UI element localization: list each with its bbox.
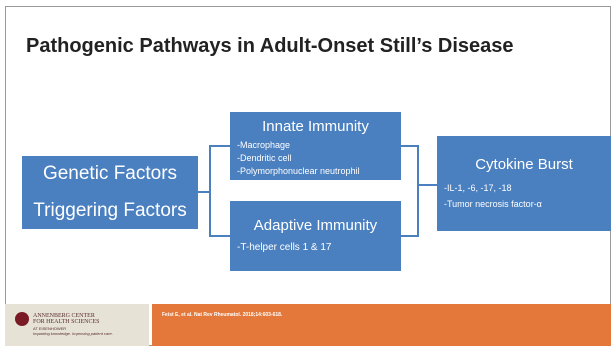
adaptive-immunity-box: Adaptive Immunity -T-helper cells 1 & 17 (230, 201, 401, 271)
logo-line-1: ANNENBERG CENTER (33, 313, 95, 319)
innate-item: -Polymorphonuclear neutrophil (237, 166, 360, 176)
innate-immunity-title: Innate Immunity (262, 118, 369, 135)
cytokine-burst-box: Cytokine Burst -IL-1, -6, -17, -18 -Tumo… (437, 136, 611, 231)
cytokine-item: -Tumor necrosis factor-α (444, 199, 542, 209)
connector-to-adaptive (209, 235, 230, 237)
innate-immunity-box: Innate Immunity -Macrophage -Dendritic c… (230, 112, 401, 180)
cytokine-item: -IL-1, -6, -17, -18 (444, 183, 512, 193)
annenberg-emblem-icon (15, 312, 29, 326)
connector-to-cytokine (417, 184, 437, 186)
footer-bar: ANNENBERG CENTER FOR HEALTH SCIENCES AT … (5, 304, 611, 346)
triggering-factors-label: Triggering Factors (33, 200, 187, 221)
connector-from-innate (401, 145, 418, 147)
footer-reference-area: Feist E, et al. Nat Rev Rheumatol. 2018;… (152, 304, 611, 346)
logo-line-2: FOR HEALTH SCIENCES (33, 319, 100, 325)
connector-left-vertical (209, 145, 211, 237)
connector-to-innate (209, 145, 230, 147)
footer-logo: ANNENBERG CENTER FOR HEALTH SCIENCES AT … (5, 304, 149, 346)
adaptive-item: -T-helper cells 1 & 17 (237, 242, 332, 253)
logo-tagline: Imparting knowledge. Improving patient c… (33, 331, 113, 336)
factors-box: Genetic Factors Triggering Factors (22, 156, 198, 229)
innate-item: -Macrophage (237, 140, 291, 150)
logo-line-3: AT EISENHOWER (33, 326, 67, 331)
adaptive-immunity-title: Adaptive Immunity (253, 217, 378, 234)
connector-from-adaptive (401, 235, 418, 237)
cytokine-burst-title: Cytokine Burst (475, 156, 573, 173)
connector-right-vertical (417, 145, 419, 237)
slide-title: Pathogenic Pathways in Adult-Onset Still… (26, 35, 514, 57)
connector-factors-out (198, 191, 210, 193)
reference-citation: Feist E, et al. Nat Rev Rheumatol. 2018;… (162, 312, 283, 318)
genetic-factors-label: Genetic Factors (42, 163, 178, 184)
innate-item: -Dendritic cell (237, 153, 292, 163)
